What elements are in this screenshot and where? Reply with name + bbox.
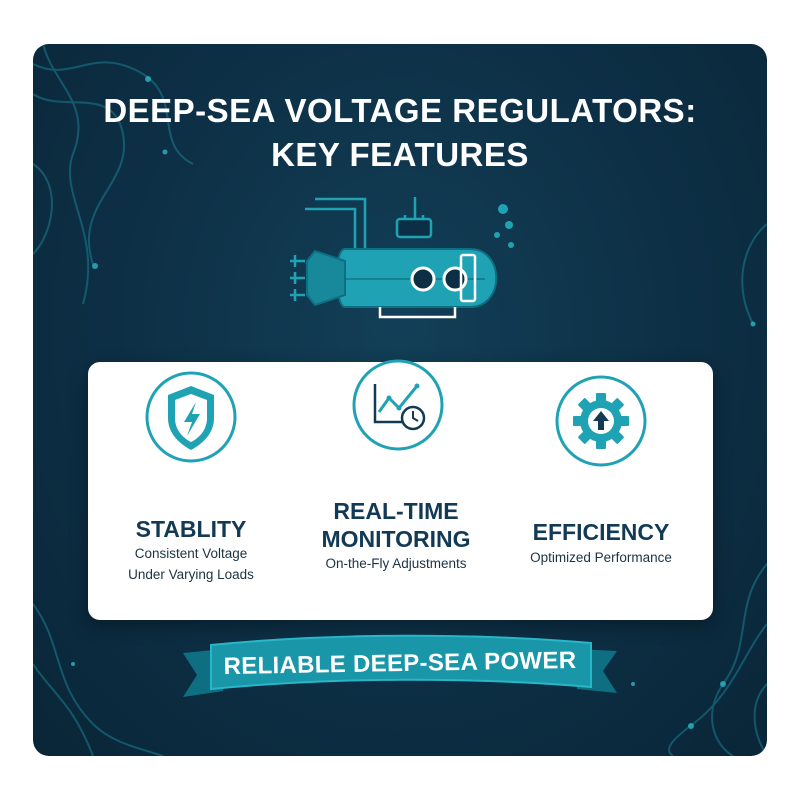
feature-desc-efficiency: Optimized Performance: [530, 550, 672, 565]
feature-title-stability: STABLITY: [135, 516, 247, 542]
submarine-icon: [290, 197, 514, 319]
page-title-line-2: KEY FEATURES: [271, 136, 529, 173]
feature-title-realtime-line-1: REAL-TIME: [333, 498, 459, 524]
ribbon-banner: [183, 634, 617, 697]
features-panel: STABLITY Consistent Voltage Under Varyin…: [88, 359, 713, 620]
feature-title-efficiency: EFFICIENCY: [532, 519, 670, 545]
feature-desc-realtime: On-the-Fly Adjustments: [325, 556, 467, 571]
shield-lightning-icon: [145, 371, 237, 463]
feature-desc-stability-line-1: Consistent Voltage: [134, 546, 248, 561]
chart-clock-icon: [352, 359, 444, 451]
circuit-wave-decoration: [33, 44, 767, 756]
infographic-card: DEEP-SEA VOLTAGE REGULATORS: KEY FEATURE…: [33, 44, 767, 756]
page-title-line-1: DEEP-SEA VOLTAGE REGULATORS:: [103, 92, 697, 129]
banner-text: RELIABLE DEEP-SEA POWER: [223, 646, 577, 681]
gear-arrow-icon: [555, 375, 647, 467]
feature-desc-stability-line-2: Under Varying Loads: [128, 567, 254, 582]
feature-title-realtime-line-2: MONITORING: [321, 526, 471, 552]
